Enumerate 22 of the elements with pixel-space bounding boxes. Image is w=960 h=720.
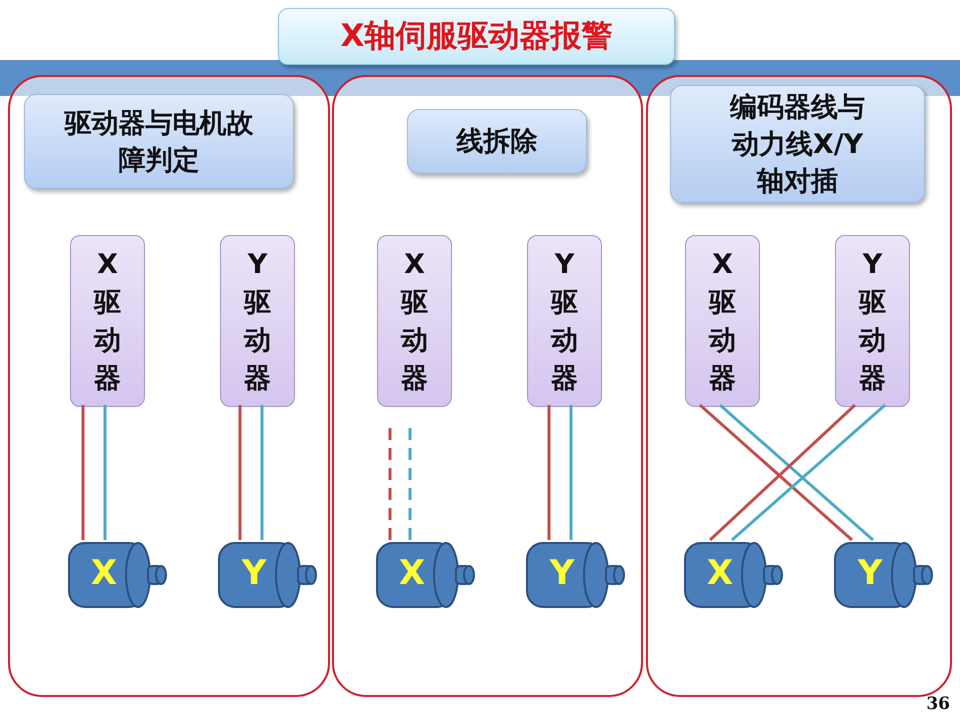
panel-frame: [332, 75, 643, 697]
driver-box: X驱动器: [685, 235, 760, 407]
panel-frame: [8, 75, 330, 697]
wire: [570, 405, 572, 540]
wire: [104, 405, 106, 540]
wire: [82, 405, 84, 540]
heading-box: 编码器线与动力线X/Y轴对插: [670, 85, 925, 203]
wire: [548, 405, 550, 540]
driver-box: X驱动器: [70, 235, 145, 407]
page-number: 36: [926, 694, 950, 714]
title-box: X轴伺服驱动器报警: [278, 8, 675, 65]
panel-frame: [646, 75, 952, 697]
driver-box: Y驱动器: [527, 235, 602, 407]
dashed-wire: [408, 428, 412, 540]
driver-box: Y驱动器: [220, 235, 295, 407]
wire: [260, 405, 264, 540]
heading-box: 驱动器与电机故障判定: [24, 94, 294, 189]
driver-box: X驱动器: [377, 235, 452, 407]
heading-box: 线拆除: [407, 109, 587, 174]
driver-box: Y驱动器: [835, 235, 910, 407]
dashed-wire: [388, 428, 392, 540]
wire: [238, 405, 242, 540]
